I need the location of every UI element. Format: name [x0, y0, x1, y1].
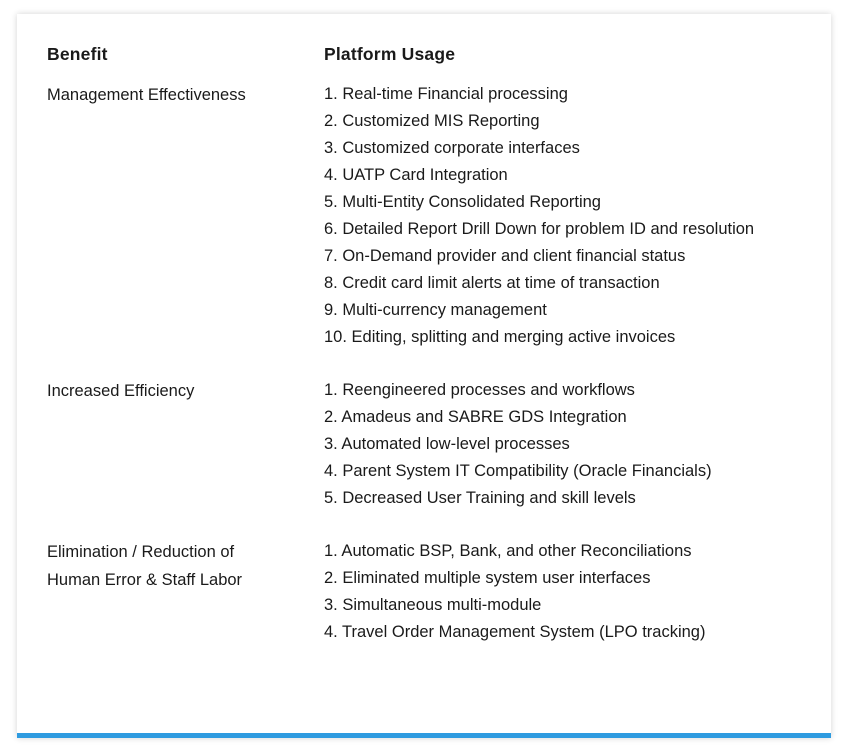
column-header-platform-usage: Platform Usage [324, 44, 456, 64]
usage-list: 1. Real-time Financial processing 2. Cus… [324, 81, 754, 351]
table-header-row: Benefit Platform Usage [47, 44, 754, 81]
benefit-cell: Management Effectiveness [47, 81, 324, 377]
list-item: 3. Customized corporate interfaces [324, 139, 580, 157]
list-item: 5. Decreased User Training and skill lev… [324, 489, 636, 507]
list-item: 1. Automatic BSP, Bank, and other Reconc… [324, 542, 692, 560]
list-item: 2. Eliminated multiple system user inter… [324, 569, 651, 587]
column-header-benefit: Benefit [47, 44, 108, 64]
usage-cell: 1. Reengineered processes and workflows … [324, 377, 754, 538]
benefit-label: Increased Efficiency [47, 382, 195, 400]
usage-list: 1. Automatic BSP, Bank, and other Reconc… [324, 538, 754, 646]
table-row: Increased Efficiency 1. Reengineered pro… [47, 377, 754, 538]
list-item: 8. Credit card limit alerts at time of t… [324, 274, 660, 292]
list-item: 7. On-Demand provider and client financi… [324, 247, 686, 265]
benefits-card: Benefit Platform Usage Management Effect… [17, 14, 831, 738]
accent-bar [17, 733, 831, 738]
list-item: 1. Reengineered processes and workflows [324, 381, 635, 399]
list-item: 5. Multi-Entity Consolidated Reporting [324, 193, 601, 211]
list-item: 4. UATP Card Integration [324, 166, 508, 184]
list-item: 4. Parent System IT Compatibility (Oracl… [324, 462, 712, 480]
benefits-table: Benefit Platform Usage Management Effect… [47, 44, 754, 646]
list-item: 10. Editing, splitting and merging activ… [324, 328, 676, 346]
benefit-cell: Increased Efficiency [47, 377, 324, 538]
list-item: 9. Multi-currency management [324, 301, 547, 319]
list-item: 6. Detailed Report Drill Down for proble… [324, 220, 755, 238]
table-row: Management Effectiveness 1. Real-time Fi… [47, 81, 754, 377]
benefit-label: Elimination / Reduction of Human Error &… [47, 543, 243, 589]
usage-cell: 1. Real-time Financial processing 2. Cus… [324, 81, 754, 377]
benefit-cell: Elimination / Reduction of Human Error &… [47, 538, 324, 646]
list-item: 2. Customized MIS Reporting [324, 112, 540, 130]
list-item: 1. Real-time Financial processing [324, 85, 568, 103]
list-item: 4. Travel Order Management System (LPO t… [324, 623, 706, 641]
usage-list: 1. Reengineered processes and workflows … [324, 377, 754, 512]
list-item: 3. Automated low-level processes [324, 435, 570, 453]
list-item: 2. Amadeus and SABRE GDS Integration [324, 408, 627, 426]
usage-cell: 1. Automatic BSP, Bank, and other Reconc… [324, 538, 754, 646]
benefit-label: Management Effectiveness [47, 86, 246, 104]
list-item: 3. Simultaneous multi-module [324, 596, 542, 614]
table-row: Elimination / Reduction of Human Error &… [47, 538, 754, 646]
